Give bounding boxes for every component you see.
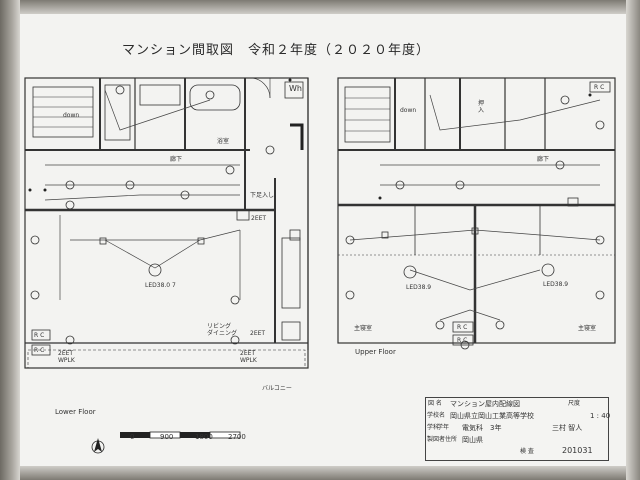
tb-student-name: 三村 智人 bbox=[552, 424, 583, 432]
lower-storage-label: 下足入し bbox=[250, 192, 275, 199]
tb-row2-value: 岡山県立岡山工業高等学校 bbox=[450, 412, 534, 420]
tb-row2-label: 学校名 bbox=[427, 412, 446, 419]
lower-water-heater-label: Wh bbox=[289, 84, 302, 93]
upper-rc-top: R C bbox=[594, 84, 605, 91]
tb-row4-label: 製図者住所 bbox=[427, 436, 458, 443]
tb-date: 201031 bbox=[562, 446, 593, 455]
board-frame-top bbox=[0, 0, 640, 14]
upper-oshiire-label: 押 入 bbox=[478, 100, 485, 114]
scale-tick-0: 0 bbox=[130, 433, 135, 441]
upper-floor-caption: Upper Floor bbox=[355, 348, 396, 356]
tb-row3-label2: 学年 bbox=[437, 424, 450, 431]
lower-outlet-bottom-left: 2EET WPLK bbox=[58, 350, 75, 364]
lower-living-label: リビング ダイニング bbox=[207, 323, 238, 337]
tb-row4-value: 岡山県 bbox=[462, 436, 483, 444]
tb-row3-label1: 学科 bbox=[427, 424, 440, 431]
lower-floor-outline bbox=[24, 77, 309, 369]
scale-bar bbox=[91, 431, 241, 454]
lower-outlet-top: 2EET bbox=[251, 215, 267, 222]
scale-tick-900: 900 bbox=[160, 433, 174, 441]
upper-floor-outline bbox=[337, 77, 616, 344]
lower-outlet-mid: 2EET bbox=[250, 330, 266, 337]
upper-hall-label: 廊下 bbox=[537, 156, 550, 163]
lower-rc-1: R C bbox=[34, 332, 45, 339]
tb-scale-value: 1 : 40 bbox=[590, 412, 611, 420]
lower-outlet-bottom-right: 2EET WPLK bbox=[240, 350, 257, 364]
drawing-title: マンション間取図 令和２年度（２０２０年度） bbox=[122, 43, 431, 58]
board-frame-right bbox=[626, 0, 640, 480]
board-frame-left bbox=[0, 0, 20, 480]
scale-tick-2700: 2700 bbox=[228, 433, 246, 441]
lower-led-label: LED38.0 7 bbox=[145, 282, 176, 289]
tb-scale-label: 尺度 bbox=[568, 400, 581, 407]
scale-tick-1800: 1800 bbox=[195, 433, 213, 441]
lower-bath-label: 浴室 bbox=[217, 138, 230, 145]
lower-down-label: down bbox=[63, 112, 80, 119]
upper-rc-1: R C bbox=[457, 324, 468, 331]
upper-room-right-label: 主寝室 bbox=[578, 325, 597, 332]
lower-floor-caption: Lower Floor bbox=[55, 408, 96, 416]
title-block bbox=[425, 397, 609, 461]
upper-room-left-label: 主寝室 bbox=[354, 325, 373, 332]
upper-led-right: LED38.9 bbox=[543, 281, 569, 288]
board-frame-bottom bbox=[0, 466, 640, 480]
lower-hall-label: 廊下 bbox=[170, 156, 183, 163]
lower-rc-2: R C bbox=[34, 347, 45, 354]
lower-balcony-label: バルコニー bbox=[262, 385, 292, 392]
tb-row1-value: マンション屋内配線図 bbox=[450, 400, 520, 408]
upper-led-left: LED38.9 bbox=[406, 284, 432, 291]
upper-down-label: down bbox=[400, 107, 417, 114]
tb-row3-value: 電気科 3年 bbox=[462, 424, 502, 432]
upper-rc-2: R C bbox=[457, 337, 468, 344]
tb-check-label: 検 査 bbox=[520, 448, 534, 455]
tb-row1-label: 図 名 bbox=[428, 400, 442, 407]
